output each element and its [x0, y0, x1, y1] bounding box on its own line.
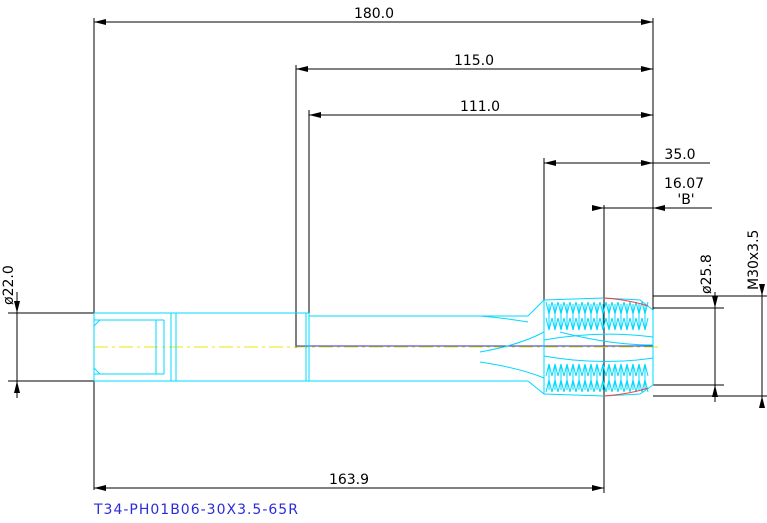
dim-core-diameter: ø25.8	[699, 254, 715, 294]
dimension-lines	[8, 18, 767, 493]
chamfer-accent-lower	[603, 387, 649, 397]
thread-teeth	[545, 301, 649, 393]
dim-overall-length: 180.0	[354, 6, 394, 22]
dim-body-length: 111.0	[460, 99, 500, 115]
dim-chamfer-length: 16.07	[664, 176, 704, 192]
dimension-arrows	[14, 19, 765, 491]
dim-thread-size: M30x3.5	[746, 230, 762, 290]
chamfer-accent	[603, 297, 649, 307]
part-number: T34-PH01B06-30X3.5-65R	[93, 502, 299, 518]
dim-thread-length: 35.0	[664, 147, 695, 163]
dim-shank-diameter: ø22.0	[1, 265, 17, 305]
dim-shank-to-tip: 115.0	[454, 53, 494, 69]
dim-datum-length: 163.9	[329, 472, 369, 488]
dim-chamfer-label: 'B'	[677, 192, 694, 208]
